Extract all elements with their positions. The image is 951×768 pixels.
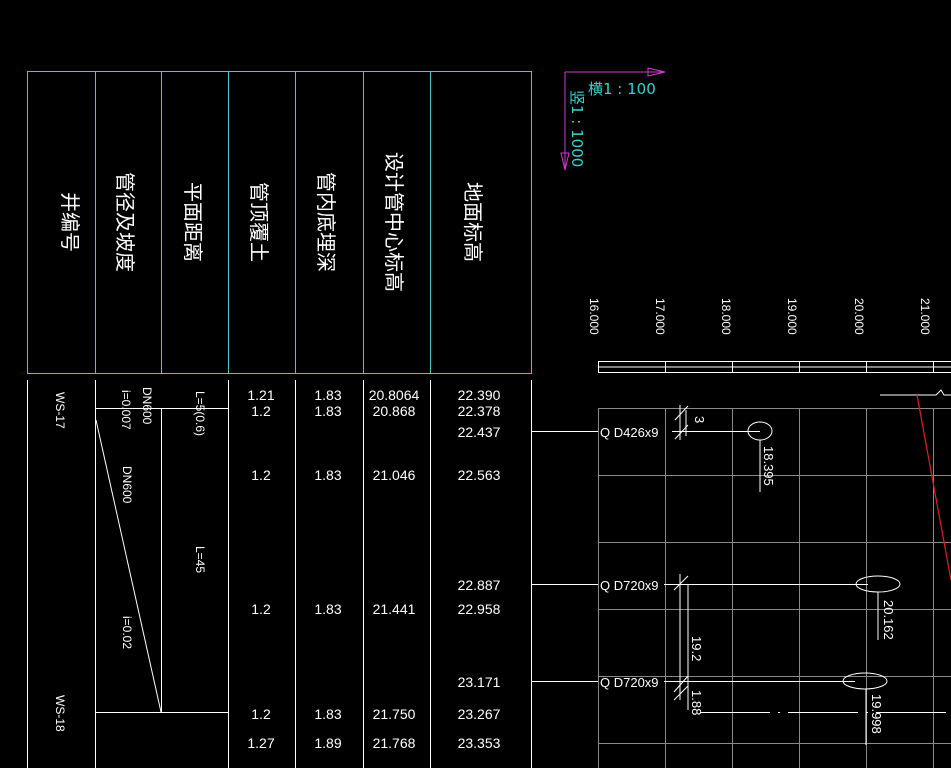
scale-indicator: 横1 : 100 竖1 : 1000 — [560, 67, 666, 171]
header-labels: 井编号 管径及坡度 平面距离 管顶覆土 管内底埋深 设计管中心标高 地面标高 — [58, 152, 485, 292]
table-row: 22.887 — [458, 577, 501, 593]
depth-value: 1.83 — [314, 706, 341, 722]
axis-tick-17: 17.000 — [653, 298, 667, 335]
axis-tick-19: 19.000 — [785, 298, 799, 335]
axis-tick-16: 16.000 — [587, 298, 601, 335]
well-label-ws17: WS-17 — [53, 392, 67, 429]
header-label-design-center: 设计管中心标高 — [382, 152, 406, 292]
depth-value: 1.83 — [314, 403, 341, 419]
crossing-elev-2: 20.162 — [881, 600, 896, 640]
data-table-lines — [27, 380, 532, 768]
cover-value: 1.2 — [251, 467, 271, 483]
crossing-label-3: Q D720x9 — [600, 675, 659, 690]
table-row: 1.27 1.89 21.768 23.353 — [247, 735, 500, 751]
depth-value: 1.83 — [314, 601, 341, 617]
center-value: 21.046 — [373, 467, 416, 483]
ground-value: 23.267 — [458, 706, 501, 722]
table-row: 1.2 1.83 21.046 22.563 — [251, 467, 500, 483]
header-label-cover: 管顶覆土 — [247, 182, 271, 262]
pipe-dist-mid: L=45 — [193, 546, 207, 573]
pipe-labels: DN600 i=0.007 DN600 i=0.02 L=5(0.6) L=45 — [119, 387, 207, 649]
depth-value: 1.89 — [314, 735, 341, 751]
ground-value: 22.958 — [458, 601, 501, 617]
ground-value: 22.563 — [458, 467, 501, 483]
center-value: 21.750 — [373, 706, 416, 722]
center-value: 20.868 — [373, 403, 416, 419]
pipe-slope-mid: i=0.02 — [120, 616, 134, 649]
table-row: 23.171 — [458, 674, 501, 690]
axis-tick-18: 18.000 — [719, 298, 733, 335]
ground-value: 22.887 — [458, 577, 501, 593]
scale-horizontal: 横1 : 100 — [588, 80, 656, 98]
ground-value: 22.378 — [458, 403, 501, 419]
well-label-ws18: WS-18 — [53, 695, 67, 732]
crossing-elev-3: 19.998 — [869, 694, 884, 734]
center-value: 21.768 — [373, 735, 416, 751]
crossing-dim-1: 3 — [692, 416, 707, 423]
table-row: 1.2 1.83 20.868 22.378 — [251, 403, 500, 419]
header-label-diameter-slope: 管径及坡度 — [113, 172, 137, 272]
ground-value: 22.390 — [458, 387, 501, 403]
depth-value: 1.83 — [314, 387, 341, 403]
ground-value: 22.437 — [458, 424, 501, 440]
crossing-elev-1: 18.395 — [761, 446, 776, 486]
table-row: 1.2 1.83 21.441 22.958 — [251, 601, 500, 617]
header-label-well-no: 井编号 — [58, 192, 82, 252]
cover-value: 1.27 — [247, 735, 274, 751]
scale-vertical: 竖1 : 1000 — [568, 90, 586, 167]
pipe-dist-top: L=5(0.6) — [193, 391, 207, 436]
table-row: 1.2 1.83 21.750 23.267 — [251, 706, 500, 722]
header-label-invert-depth: 管内底埋深 — [314, 172, 338, 272]
header-label-distance: 平面距离 — [181, 182, 205, 262]
pipe-slope-top: i=0.007 — [119, 390, 133, 430]
center-value: 21.441 — [373, 601, 416, 617]
crossing-dim-2: 19.2 — [689, 636, 704, 661]
ground-profile — [880, 389, 951, 581]
axis-tick-20: 20.000 — [852, 298, 866, 335]
crossing-label-2: Q D720x9 — [600, 578, 659, 593]
ground-value: 23.353 — [458, 735, 501, 751]
data-values: 1.21 1.83 20.8064 22.390 1.2 1.83 20.868… — [247, 387, 500, 751]
crossing-label-1: Q D426x9 — [600, 425, 659, 440]
crossing-dim-3: 1.88 — [689, 690, 704, 715]
axis-tick-21: 21.000 — [918, 298, 932, 335]
crossing-pipes — [531, 405, 951, 745]
depth-value: 1.83 — [314, 467, 341, 483]
axis-ticks: 16.000 17.000 18.000 19.000 20.000 21.00… — [587, 298, 932, 335]
cover-value: 1.21 — [247, 387, 274, 403]
table-row: 1.21 1.83 20.8064 22.390 — [247, 387, 500, 403]
pipe-dn-mid: DN600 — [120, 466, 134, 504]
cover-value: 1.2 — [251, 403, 271, 419]
profile-grid — [598, 408, 951, 768]
scale-bar — [598, 361, 951, 373]
ground-value: 23.171 — [458, 674, 501, 690]
header-label-ground-elev: 地面标高 — [461, 182, 485, 262]
cover-value: 1.2 — [251, 601, 271, 617]
well-labels: WS-17 WS-18 — [53, 392, 67, 732]
header-table — [27, 71, 532, 374]
center-value: 20.8064 — [369, 387, 420, 403]
cover-value: 1.2 — [251, 706, 271, 722]
crossing-labels: Q D426x9 18.395 3 Q D720x9 20.162 19.2 Q… — [600, 416, 896, 734]
table-row: 22.437 — [458, 424, 501, 440]
pipe-dn-top: DN600 — [140, 387, 154, 425]
